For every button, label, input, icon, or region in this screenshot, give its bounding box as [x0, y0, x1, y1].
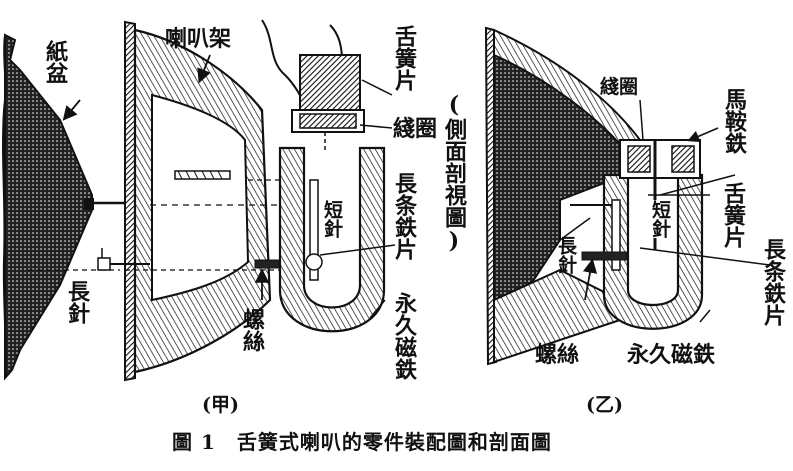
label-paper-cone-text: 紙盆 — [42, 40, 68, 84]
speaker-frame-plate — [124, 20, 136, 382]
panel-b-tag: (乙) — [586, 394, 623, 416]
label-permanent-magnet-b: 永久磁鉄 — [627, 342, 716, 368]
figure-caption: 圖 1 舌簧式喇叭的零件裝配圖和剖面圖 — [172, 430, 552, 454]
reed-assembly-a — [261, 19, 365, 150]
label-reed-a: 舌簧片 — [391, 25, 417, 91]
label-side-view: (側面剖視圖) — [441, 92, 467, 254]
label-coil-b: 綫圈 — [600, 76, 639, 98]
label-paper-cone: 紙盆 — [42, 40, 68, 88]
label-permanent-magnet-a: 永久磁鉄 — [391, 292, 417, 380]
panel-a-tag: (甲) — [202, 394, 239, 416]
label-long-pin-a: 長針 — [64, 280, 90, 324]
label-reed-b: 舌簧片 — [720, 182, 746, 248]
label-long-strip-b: 長条鉄片 — [760, 238, 786, 326]
label-short-pin-a: 短針 — [321, 200, 343, 238]
label-saddle-iron-b: 馬鞍鉄 — [721, 88, 747, 154]
panel-b-drawing — [484, 26, 771, 366]
label-long-pin-b: 長針 — [555, 236, 577, 274]
label-screw-a: 螺絲 — [239, 308, 265, 352]
label-speaker-frame: 喇叭架 — [165, 26, 232, 52]
u-magnet-a — [278, 146, 386, 333]
label-short-pin-b: 短針 — [649, 200, 671, 238]
label-screw-b: 螺絲 — [535, 342, 580, 368]
label-coil-a: 綫圈 — [393, 116, 438, 142]
label-long-strip-a: 長条鉄片 — [391, 172, 417, 260]
panel-a-drawing — [2, 19, 396, 382]
